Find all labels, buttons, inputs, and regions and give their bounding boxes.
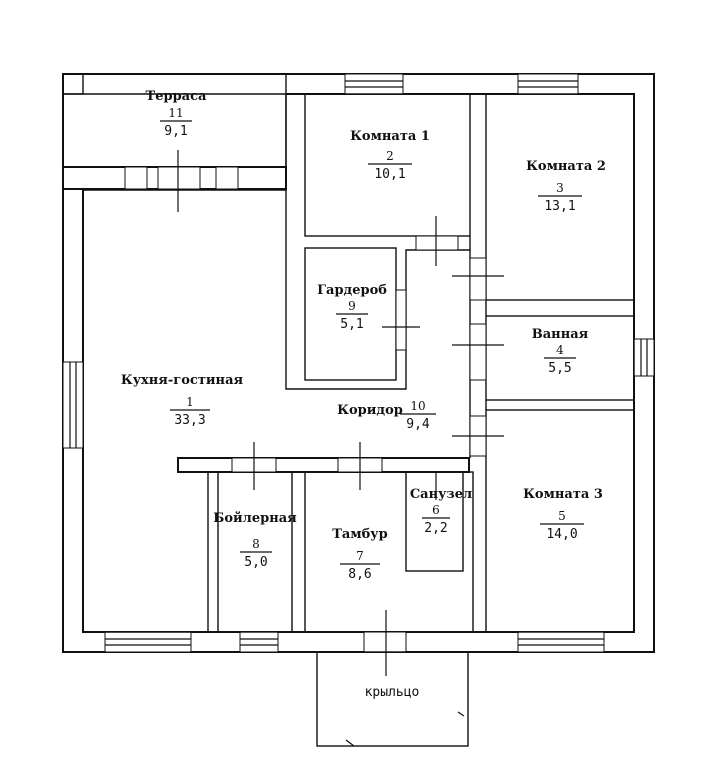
room3-number: 5 [558,509,566,523]
terrace-wall [62,94,287,212]
terrace-number: 11 [168,106,183,120]
room1-number: 2 [386,149,394,163]
room3-name: Комната 3 [523,487,603,502]
terrace-name: Терраса [146,89,207,104]
bathroom-number: 4 [556,343,564,357]
wardrobe-name: Гардероб [317,283,387,298]
vestibule-area: 8,6 [348,567,371,582]
porch: крыльцо [316,651,469,747]
boiler-number: 8 [252,537,260,551]
boiler-name: Бойлерная [213,511,297,526]
wardrobe-area: 5,1 [340,317,363,332]
kitchen-area: 33,3 [174,413,205,428]
boiler-area: 5,0 [244,555,267,570]
room3-area: 14,0 [546,527,577,542]
room2-area: 13,1 [544,199,575,214]
vestibule-name: Тамбур [332,527,387,542]
wardrobe-number: 9 [348,299,356,313]
room1-name: Комната 1 [350,129,430,144]
wc-name: Санузел [410,487,472,502]
room2-name: Комната 2 [526,159,606,174]
wc-number: 6 [432,503,440,517]
bathroom-area: 5,5 [548,361,571,376]
corridor-number: 10 [410,399,425,413]
corridor-name: Коридор [337,403,403,418]
porch-label: крыльцо [365,685,420,700]
kitchen-number: 1 [186,395,194,409]
doors [231,216,504,676]
room-labels: Терраса 11 9,1 Комната 1 2 10,1 Комната … [121,89,606,582]
room1-area: 10,1 [374,167,405,182]
wc-area: 2,2 [424,521,447,536]
room2-number: 3 [556,181,564,195]
kitchen-name: Кухня-гостиная [121,373,244,388]
windows [62,73,655,653]
corridor-area: 9,4 [406,417,430,432]
bathroom-name: Ванная [532,327,589,342]
vestibule-number: 7 [356,549,364,563]
terrace-area: 9,1 [164,124,187,139]
